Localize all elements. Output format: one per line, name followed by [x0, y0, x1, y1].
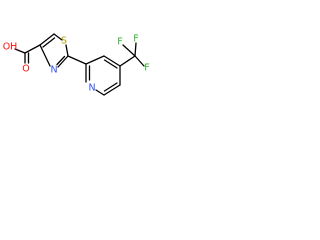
- bond-c5-s: [53, 33, 63, 41]
- pyridine-nitrogen-label: N: [88, 83, 95, 94]
- bond-s-c2: [65, 44, 69, 57]
- bond-py-c6-n: [95, 89, 105, 96]
- bond-c4-c5-inner: [42, 37, 56, 48]
- bond-cf3-f1: [134, 42, 137, 57]
- bond-py-c5-c6-inner: [103, 82, 118, 92]
- bond-py-cf3: [119, 55, 136, 67]
- bond-py-c2-c3: [85, 55, 105, 65]
- bond-py-c5-c6: [103, 84, 121, 96]
- bond-cf3-f3: [134, 55, 145, 67]
- carbonyl-oxygen-label: O: [22, 64, 29, 75]
- bonds: [14, 33, 145, 96]
- fluorine-1-label: F: [133, 34, 138, 45]
- chemical-structure: OH O S N N F F F: [3, 33, 150, 96]
- bond-c4-c5: [39, 33, 55, 46]
- fluorine-2-label: F: [117, 37, 122, 48]
- thiazole-nitrogen-label: N: [50, 65, 57, 76]
- fluorine-3-label: F: [144, 63, 149, 74]
- bond-n-c4: [39, 44, 51, 67]
- bond-thiazole-pyridine: [67, 55, 87, 65]
- bond-c-oh: [14, 48, 26, 54]
- bond-py-c3-c4-inner: [103, 59, 118, 69]
- atom-labels: OH O S N N F F F: [3, 34, 150, 94]
- bond-c2-n-inner: [56, 55, 66, 66]
- bond-py-c3-c4: [103, 55, 121, 67]
- bond-c2-n: [57, 55, 69, 68]
- bond-acid-c4: [24, 44, 41, 54]
- bond-cf3-f2: [122, 44, 136, 57]
- hydroxyl-label: OH: [3, 42, 18, 53]
- thiazole-sulfur-label: S: [61, 36, 67, 47]
